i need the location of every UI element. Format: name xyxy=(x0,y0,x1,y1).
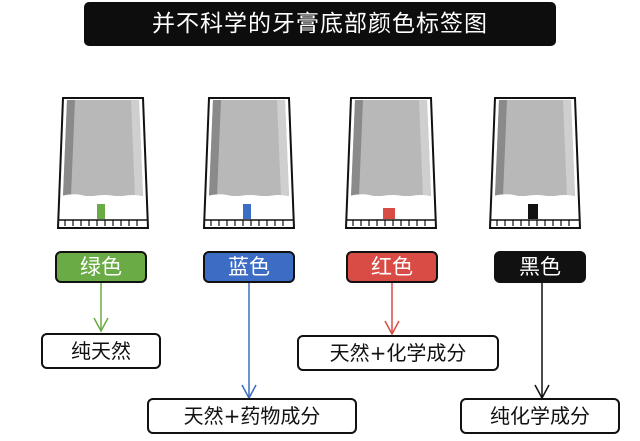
arrow-green xyxy=(93,283,109,333)
arrow-red xyxy=(384,283,400,336)
arrow-black xyxy=(534,283,550,400)
label-green: 绿色 xyxy=(55,251,147,283)
toothpaste-tube-red xyxy=(343,96,439,230)
color-tag-mark-red xyxy=(383,208,395,219)
label-blue: 蓝色 xyxy=(203,251,295,283)
result-box-blue: 天然+药物成分 xyxy=(147,398,357,434)
label-black: 黑色 xyxy=(494,251,586,283)
result-box-green: 纯天然 xyxy=(41,333,161,369)
arrow-blue xyxy=(241,283,257,400)
color-tag-mark-blue xyxy=(243,204,251,219)
result-box-black: 纯化学成分 xyxy=(460,398,620,434)
toothpaste-tube-blue xyxy=(201,96,297,230)
result-box-red: 天然+化学成分 xyxy=(297,335,499,371)
color-tag-mark-green xyxy=(97,204,105,219)
color-tag-mark-black xyxy=(528,204,538,219)
toothpaste-tube-green xyxy=(55,96,151,230)
toothpaste-tube-black xyxy=(487,96,583,230)
page-title: 并不科学的牙膏底部颜色标签图 xyxy=(84,2,556,46)
label-red: 红色 xyxy=(346,251,438,283)
